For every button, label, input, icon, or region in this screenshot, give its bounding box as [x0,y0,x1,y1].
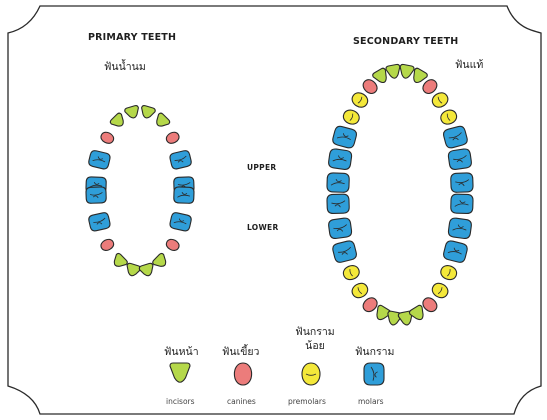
molar-tooth [327,194,350,214]
molar-tooth [328,217,352,239]
primary-teeth-title: PRIMARY TEETH [88,32,176,43]
canine-tooth [165,130,181,145]
premolar-tooth [439,263,459,281]
molar-tooth [169,150,192,170]
premolar-tooth [350,90,371,110]
incisor-tooth [125,263,142,278]
canine-tooth [99,237,115,252]
molar-tooth [442,240,468,264]
legend-premolar-swatch [302,363,320,385]
molar-tooth [332,240,358,264]
incisor-tooth [398,64,414,80]
legend-thai-canines: ฟันเขี้ยว [222,343,259,360]
molar-tooth [332,125,358,149]
premolar-tooth [430,90,451,110]
legend-canine-swatch [234,363,251,385]
incisor-tooth [152,252,170,270]
primary-lower-arch [86,187,194,278]
molar-tooth [86,187,107,204]
legend-thai-incisors: ฟันหน้า [164,343,199,360]
incisor-tooth [124,105,141,120]
molar-tooth [448,148,472,170]
premolar-tooth [350,281,371,301]
molar-tooth [451,173,474,193]
molar-tooth [169,212,192,232]
legend-label-molars: molars [358,397,384,406]
primary-teeth-thai-title: ฟันน้ำนม [104,58,146,75]
premolar-tooth [341,263,361,281]
legend-thai-premolars: ฟันกราม น้อย [287,325,343,353]
secondary-teeth-thai-title: ฟันแท้ [455,56,483,73]
legend-label-incisors: incisors [166,397,195,406]
canine-tooth [165,237,181,252]
secondary-teeth-title: SECONDARY TEETH [353,36,458,47]
premolar-tooth [430,281,451,301]
molar-tooth [451,194,474,214]
canine-tooth [99,130,115,145]
canine-tooth [360,295,379,314]
molar-tooth [174,187,195,204]
legend-molar-swatch [364,363,384,385]
incisor-tooth [139,105,156,120]
incisor-tooth [153,112,171,130]
secondary-lower-arch [327,194,473,326]
legend-label-premolars: premolars [288,397,326,406]
molar-tooth [88,212,111,232]
canine-tooth [420,295,439,314]
molar-tooth [448,217,472,239]
premolar-tooth [341,108,361,127]
upper-jaw-label: UPPER [247,163,276,172]
secondary-upper-arch [327,64,473,193]
legend-thai-molars: ฟันกราม [355,343,394,360]
premolar-tooth [439,108,459,127]
incisor-tooth [139,263,156,278]
primary-upper-arch [86,105,194,194]
legend-incisor-swatch [170,363,190,382]
molar-tooth [88,150,111,170]
legend-label-canines: canines [227,397,256,406]
lower-jaw-label: LOWER [247,223,279,232]
molar-tooth [327,173,350,193]
incisor-tooth [110,252,128,270]
molar-tooth [442,125,468,149]
incisor-tooth [109,112,127,130]
molar-tooth [328,148,352,170]
incisor-tooth [386,64,402,80]
